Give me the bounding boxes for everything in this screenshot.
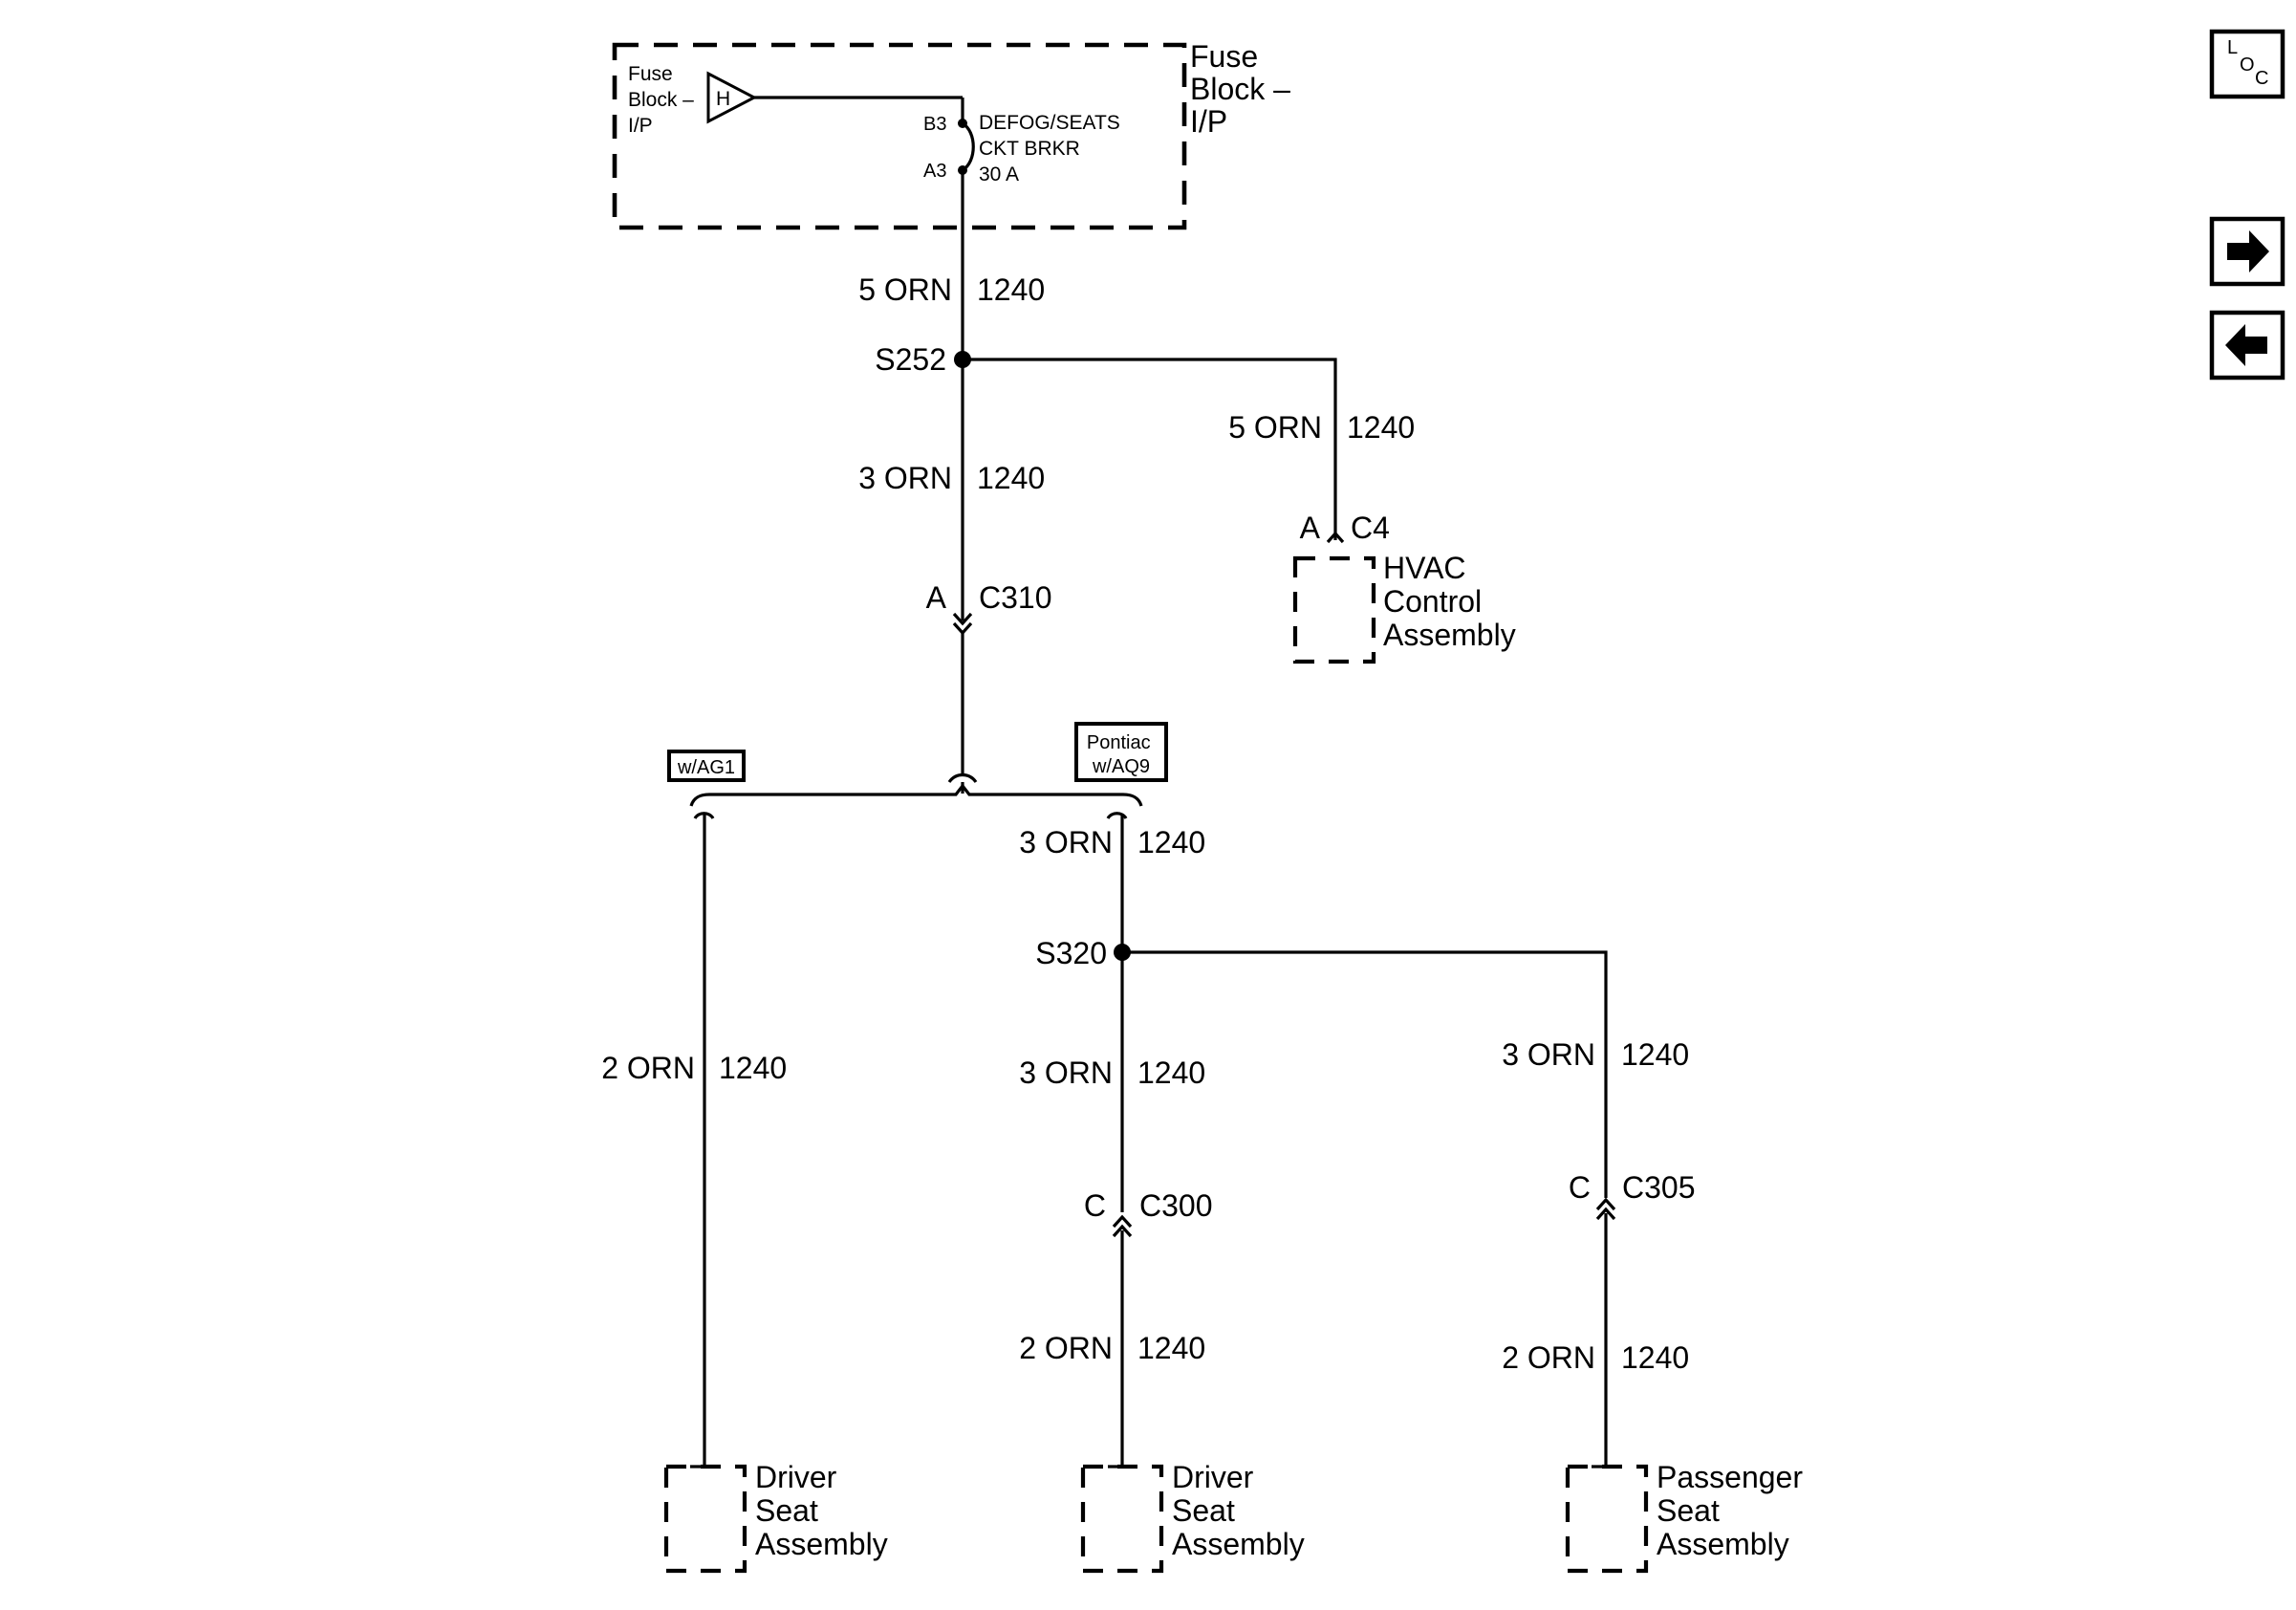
wire-driver-seat-lower-circuit: 1240 [1137,1331,1205,1365]
hot-indicator-icon [706,71,758,124]
wire-main-down-label: 3 ORN [858,461,952,495]
option-badge-right [1074,722,1168,782]
wire-feed-circuit: 1240 [977,272,1045,307]
connector-c310-name: C310 [979,580,1052,615]
wire-left-driver-seat-circuit: 1240 [719,1051,787,1085]
circuit-breaker-label: DEFOG/SEATS CKT BRKR 30 A [979,112,1126,185]
connector-c305-pin: C [1569,1170,1591,1205]
connector-c305-name: C305 [1622,1170,1696,1205]
passenger-seat-assembly [1565,1464,1649,1574]
connector-c300-icon [1112,1214,1133,1238]
wire-main-down-circuit: 1240 [977,461,1045,495]
wire-to-s320-label: 3 ORN [1019,825,1113,859]
splice-s320-label: S320 [1035,936,1107,970]
wire-to-s320-circuit: 1240 [1137,825,1205,859]
connector-c4-name: C4 [1351,511,1390,545]
wire-driver-seat-lower-label: 2 ORN [1019,1331,1113,1365]
option-badge-left [667,750,746,782]
location-letter-l: L [2227,37,2238,58]
wire-driver-seat-upper-circuit: 1240 [1137,1055,1205,1090]
wire-hvac-circuit: 1240 [1347,410,1415,445]
previous-page-button[interactable] [2209,310,2285,381]
terminal-a3-label: A3 [923,161,946,182]
wire-passenger-seat-lower-circuit: 1240 [1621,1340,1689,1375]
driver-seat-assembly-right-label: Driver Seat Assembly [1172,1460,1305,1561]
connector-c300-name: C300 [1139,1188,1213,1223]
option-label-right: Pontiac w/AQ9 [1087,732,1156,777]
connector-c305-icon [1595,1197,1616,1221]
wire-left-driver-seat-label: 2 ORN [601,1051,695,1085]
wire-hvac-branch [963,358,1337,540]
wire-passenger-seat-lower-label: 2 ORN [1502,1340,1595,1375]
wire-feed-label: 5 ORN [858,272,952,307]
wire-passenger-seat-upper [1122,950,1608,1198]
fuse-block-outline [612,42,1187,230]
connector-c310-pin: A [926,580,947,615]
location-letter-c: C [2255,68,2268,89]
next-page-button[interactable] [2209,216,2285,287]
terminal-b3-label: B3 [923,114,946,135]
splice-s252-label: S252 [875,342,946,377]
connector-c4-pin: A [1300,511,1321,545]
driver-seat-assembly-left-label: Driver Seat Assembly [755,1460,888,1561]
wire-driver-seat-upper-label: 3 ORN [1019,1055,1113,1090]
circuit-breaker-icon [962,121,975,172]
fuse-block: Fuse Block – I/P H B3 A3 DEFOG/SEATS CKT… [612,39,1299,230]
hvac-control-assembly-label: HVAC Control Assembly [1383,551,1516,652]
location-button[interactable]: L O C [2209,29,2285,99]
fuse-block-outer-label: Fuse Block – I/P [1190,39,1299,139]
connector-c4-icon [1326,531,1345,544]
driver-seat-assembly-left [663,1464,747,1574]
wire-hvac-label: 5 ORN [1228,410,1322,445]
left-arrow-icon [2225,324,2267,366]
right-arrow-icon [2227,230,2269,272]
connector-c300-pin: C [1084,1188,1106,1223]
passenger-seat-assembly-label: Passenger Seat Assembly [1657,1460,1811,1561]
wire-passenger-seat-upper-circuit: 1240 [1621,1037,1689,1072]
hot-indicator-label: H [716,88,730,110]
location-letter-o: O [2240,54,2255,76]
option-label-left: w/AG1 [677,757,735,778]
option-split: w/AG1 Pontiac w/AQ9 [667,722,1168,819]
fuse-block-inner-label: Fuse Block – I/P [628,63,700,137]
wire-passenger-seat-upper-label: 3 ORN [1502,1037,1595,1072]
hvac-control-assembly [1292,555,1376,664]
driver-seat-assembly-right [1080,1464,1164,1574]
